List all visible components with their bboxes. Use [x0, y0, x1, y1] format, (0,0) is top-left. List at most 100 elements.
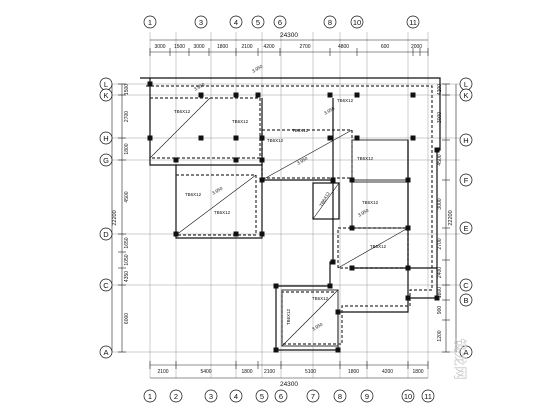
column — [335, 309, 341, 315]
right-axis-bubble: B — [459, 293, 473, 307]
beam-label: TB6X12 — [174, 109, 191, 114]
slab-elevation-tag: 3.950 — [251, 63, 264, 73]
column — [335, 347, 341, 353]
bottom-axis-bubble-circle — [333, 389, 347, 403]
right-total-dim: 22200 — [448, 210, 454, 225]
top-dim-value: 2100 — [241, 44, 252, 50]
right-axis-bubble-circle — [459, 221, 473, 235]
bottom-axis-bubble: 1 — [143, 389, 157, 403]
left-axis-bubble: G — [99, 153, 113, 167]
column — [259, 177, 265, 183]
column — [198, 92, 204, 98]
room-mid-left — [175, 174, 257, 236]
right-axis-bubble: F — [459, 173, 473, 187]
columns — [147, 81, 440, 353]
column — [354, 135, 360, 141]
top-axis-bubble: 10 — [350, 15, 364, 29]
top-dim-value: 1500 — [174, 44, 185, 50]
right-axis-bubble-circle — [459, 278, 473, 292]
right-axis-bubble-label: K — [463, 91, 468, 100]
top-axis-bubble-circle — [229, 15, 243, 29]
column — [349, 225, 355, 231]
top-axis-bubble-label: 6 — [278, 18, 282, 27]
left-axis-bubble-circle — [99, 345, 113, 359]
column — [198, 135, 204, 141]
right-axis-bubble-label: E — [463, 224, 468, 233]
top-axis-bubble-label: 11 — [409, 18, 417, 27]
right-axis-bubble: L — [459, 77, 473, 91]
left-dim-value: 1650 — [124, 237, 130, 248]
beam-label: TB6X12 — [357, 156, 374, 161]
right-dim-value: 2400 — [437, 267, 443, 278]
right-axis-bubble-circle — [459, 88, 473, 102]
right-dim-value: 1200 — [437, 330, 443, 341]
left-total-dim: 22200 — [112, 210, 118, 225]
column — [410, 92, 416, 98]
bottom-axis-bubble: 2 — [169, 389, 183, 403]
slab-elevation-tag: 3.950 — [323, 105, 336, 115]
column — [349, 177, 355, 183]
bottom-axis-bubble: 9 — [360, 389, 374, 403]
dimension-chains — [111, 39, 457, 379]
top-axis-bubble-circle — [251, 15, 265, 29]
bottom-axis-bubble-circle — [204, 389, 218, 403]
bottom-axis-bubble-circle — [421, 389, 435, 403]
left-dim-value: 1500 — [124, 84, 130, 95]
room-stair — [312, 182, 340, 220]
top-axis-bubble: 11 — [406, 15, 420, 29]
bottom-axis-bubble-label: 10 — [404, 392, 412, 401]
slab-diagonal — [261, 129, 353, 181]
top-axis-bubble-label: 4 — [234, 18, 238, 27]
slab-diagonal — [312, 182, 340, 220]
top-dim-value: 4200 — [263, 44, 274, 50]
right-axis-bubble-circle — [459, 133, 473, 147]
watermark: 筑龙网 — [452, 338, 468, 380]
column — [259, 135, 265, 141]
bottom-dim-value: 1800 — [348, 369, 359, 375]
bottom-total-dim: 24300 — [280, 381, 298, 388]
slab-diagonal — [175, 174, 257, 236]
beam-label: TB6X12 — [185, 192, 202, 197]
column — [233, 135, 239, 141]
beam-label: TB6X12 — [362, 200, 379, 205]
top-dim-value: 600 — [381, 44, 390, 50]
bottom-axis-bubble-label: 6 — [279, 392, 283, 401]
slab-elevation-tag: 3.950 — [211, 185, 224, 195]
right-dim-value: 4200 — [437, 84, 443, 95]
left-axis-bubble-circle — [99, 278, 113, 292]
left-axis-bubble-label: C — [103, 281, 109, 290]
column — [354, 92, 360, 98]
top-axis-bubble-label: 1 — [148, 18, 152, 27]
right-dim-value: 1800 — [437, 287, 443, 298]
right-dim-value: 900 — [437, 306, 443, 315]
column — [405, 265, 411, 271]
left-axis-bubble-label: K — [103, 91, 108, 100]
left-axis-bubble-label: G — [103, 156, 109, 165]
beam-label: TB6X12 — [292, 128, 309, 133]
left-axis-bubble-label: H — [103, 134, 108, 143]
column — [434, 295, 440, 301]
bottom-axis-bubble-circle — [143, 389, 157, 403]
slab-diagonal — [149, 97, 211, 159]
beam-label: TB6X12 — [370, 244, 387, 249]
bottom-axis-bubble-label: 3 — [209, 392, 213, 401]
slab-elevation-tag: 3.950 — [311, 321, 324, 331]
bottom-axis-bubble-label: 7 — [311, 392, 315, 401]
axis-grid — [106, 32, 460, 378]
right-axis-bubble: H — [459, 133, 473, 147]
bottom-axis-bubble-label: 9 — [365, 392, 369, 401]
top-axis-bubble: 8 — [323, 15, 337, 29]
top-dim-value: 3000 — [154, 44, 165, 50]
right-axis-bubble-circle — [459, 173, 473, 187]
column — [255, 92, 261, 98]
slab-elevation-tag: 3.950 — [296, 155, 309, 165]
left-axis-bubble: K — [99, 88, 113, 102]
column — [327, 92, 333, 98]
column — [405, 177, 411, 183]
bottom-axis-bubble: 11 — [421, 389, 435, 403]
slab-elevation-tag: 3.950 — [357, 207, 370, 217]
column — [330, 259, 336, 265]
slab-elevation-tag: 3.950 — [193, 81, 206, 91]
